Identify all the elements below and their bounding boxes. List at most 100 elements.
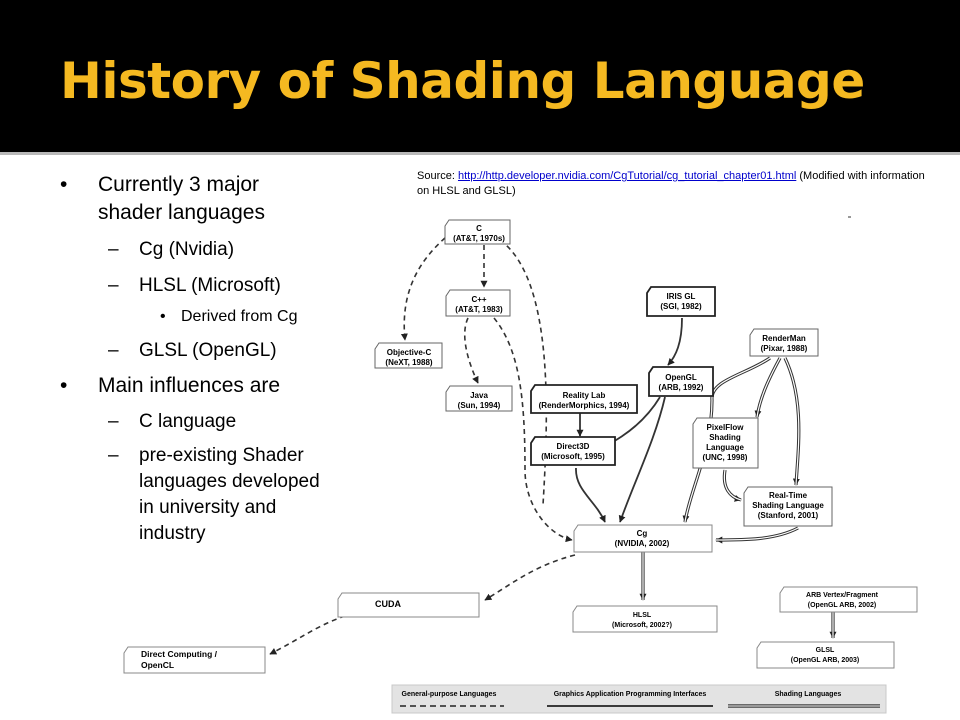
node-arb-org: (OpenGL ARB, 2002)	[808, 602, 876, 609]
legend-background	[391, 684, 887, 714]
node-arb-name: ARB Vertex/Fragment	[806, 592, 879, 599]
node-cpp-name: C++	[471, 295, 486, 304]
bullet-line: in university and	[139, 497, 277, 518]
node-cuda-name: CUDA	[375, 599, 401, 609]
bullet-line: industry	[139, 523, 206, 544]
node-direct3d-name: Direct3D	[557, 442, 590, 451]
bullet-line: languages developed	[139, 471, 320, 492]
bullet-marker: •	[60, 173, 68, 196]
node-directcompute: Direct Computing / OpenCL	[123, 646, 266, 674]
node-renderman: RenderMan (Pixar, 1988)	[749, 328, 819, 357]
source-suffix: (Modified with information on HLSL and G…	[417, 170, 925, 197]
edge-pixelflow-realtime-inner	[723, 469, 742, 501]
node-objc-name: Objective-C	[387, 348, 432, 357]
node-cg-name: Cg	[637, 529, 648, 538]
node-hlsl: HLSL (Microsoft, 2002?)	[572, 605, 718, 633]
node-direct3d-org: (Microsoft, 1995)	[541, 452, 605, 461]
source-citation: Source: http://http.developer.nvidia.com…	[417, 169, 927, 199]
bullet-marker: •	[60, 374, 68, 397]
node-directcompute-line2: OpenCL	[141, 660, 174, 670]
node-opengl-name: OpenGL	[665, 373, 697, 382]
node-glsl-name: GLSL	[816, 647, 835, 654]
edge-realtime-cg-inner	[715, 527, 799, 541]
node-realtime: Real-Time Shading Language (Stanford, 20…	[743, 486, 833, 527]
node-cpp: C++ (AT&T, 1983)	[445, 289, 511, 317]
edge-cg-cuda	[484, 554, 576, 601]
bullet-line: HLSL (Microsoft)	[139, 275, 281, 296]
bullet-marker: –	[108, 275, 119, 296]
node-glsl: GLSL (OpenGL ARB, 2003)	[756, 641, 895, 669]
source-link[interactable]: http://http.developer.nvidia.com/CgTutor…	[457, 170, 797, 182]
bullet-line: GLSL (OpenGL)	[139, 340, 277, 361]
node-cg-org: (NVIDIA, 2002)	[615, 539, 670, 548]
node-pixelflow-line3: Language	[706, 443, 744, 452]
bullet-line: shader languages	[98, 201, 265, 224]
bullet-line: C language	[139, 411, 237, 432]
node-irisgl: IRIS GL (SGI, 1982)	[646, 286, 716, 317]
node-opengl-org: (ARB, 1992)	[659, 383, 704, 392]
bullet-marker: –	[108, 340, 119, 361]
node-opengl: OpenGL (ARB, 1992)	[648, 366, 714, 397]
bullet-marker: –	[108, 445, 119, 466]
edge-c-objc	[400, 231, 453, 341]
node-realtime-org: (Stanford, 2001)	[758, 511, 819, 520]
edge-renderman-pixelflow-inner	[756, 357, 781, 418]
edge-c-cg	[499, 239, 548, 506]
node-hlsl-org: (Microsoft, 2002?)	[612, 622, 672, 629]
bullet-line: Main influences are	[98, 374, 281, 397]
bullet-line: Currently 3 major	[98, 173, 260, 196]
edge-renderman-realtime-inner	[784, 357, 800, 486]
edge-cuda-directcompute	[269, 615, 346, 655]
bullet-list: • Currently 3 major shader languages – C…	[0, 0, 370, 720]
node-cg: Cg (NVIDIA, 2002)	[573, 524, 713, 553]
source-prefix: Source:	[417, 170, 458, 182]
node-direct3d: Direct3D (Microsoft, 1995)	[530, 436, 616, 466]
node-c-name: C	[476, 224, 482, 233]
title-bar: History of Shading Language	[0, 0, 960, 152]
node-renderman-org: (Pixar, 1988)	[761, 344, 808, 353]
node-renderman-name: RenderMan	[762, 334, 806, 343]
edge-renderman-cg-inner	[684, 357, 771, 523]
node-irisgl-name: IRIS GL	[667, 292, 696, 301]
node-realtime-line2: Shading Language	[752, 501, 824, 510]
edge-opengl-cg	[618, 396, 666, 523]
node-java-name: Java	[470, 391, 488, 400]
legend-general-label: General-purpose Languages	[402, 691, 497, 698]
node-glsl-org: (OpenGL ARB, 2003)	[791, 657, 859, 664]
legend-shading-label: Shading Languages	[775, 691, 842, 698]
node-realtime-name: Real-Time	[769, 491, 808, 500]
node-c-org: (AT&T, 1970s)	[453, 234, 505, 243]
bullet-marker: •	[160, 308, 166, 325]
node-directcompute-name: Direct Computing /	[141, 649, 218, 659]
edge-direct3d-cg	[575, 467, 606, 523]
node-hlsl-name: HLSL	[633, 612, 652, 619]
title-divider	[0, 152, 960, 155]
slide-title: History of Shading Language	[60, 52, 865, 110]
node-java: Java (Sun, 1994)	[445, 385, 513, 412]
node-c: C (AT&T, 1970s)	[444, 219, 511, 245]
node-cuda: CUDA	[337, 592, 480, 618]
node-pixelflow: PixelFlow Shading Language (UNC, 1998)	[692, 417, 759, 469]
edge-renderman-pixelflow-outer	[754, 357, 782, 418]
legend-api-label: Graphics Application Programming Interfa…	[554, 691, 707, 698]
diagram-edges	[269, 231, 837, 655]
node-pixelflow-org: (UNC, 1998)	[703, 453, 748, 462]
edge-cpp-cg	[493, 317, 573, 543]
bullet-marker: –	[108, 239, 119, 260]
node-java-org: (Sun, 1994)	[458, 401, 501, 410]
node-arb: ARB Vertex/Fragment (OpenGL ARB, 2002)	[779, 586, 918, 613]
node-objc: Objective-C (NeXT, 1988)	[374, 342, 443, 369]
bullet-line: pre-existing Shader	[139, 445, 304, 466]
node-realitylab-name: Reality Lab	[563, 391, 606, 400]
node-cpp-org: (AT&T, 1983)	[455, 305, 503, 314]
node-irisgl-org: (SGI, 1982)	[660, 302, 702, 311]
node-pixelflow-line2: Shading	[709, 433, 741, 442]
node-realitylab-org: (RenderMorphics, 1994)	[539, 401, 630, 410]
edge-cpp-java	[464, 317, 479, 384]
bullet-line: Derived from Cg	[181, 308, 298, 325]
node-pixelflow-name: PixelFlow	[707, 423, 745, 432]
node-objc-org: (NeXT, 1988)	[385, 358, 432, 367]
edge-irisgl-opengl	[667, 317, 683, 366]
diagram-legend: General-purpose Languages Graphics Appli…	[391, 684, 887, 714]
